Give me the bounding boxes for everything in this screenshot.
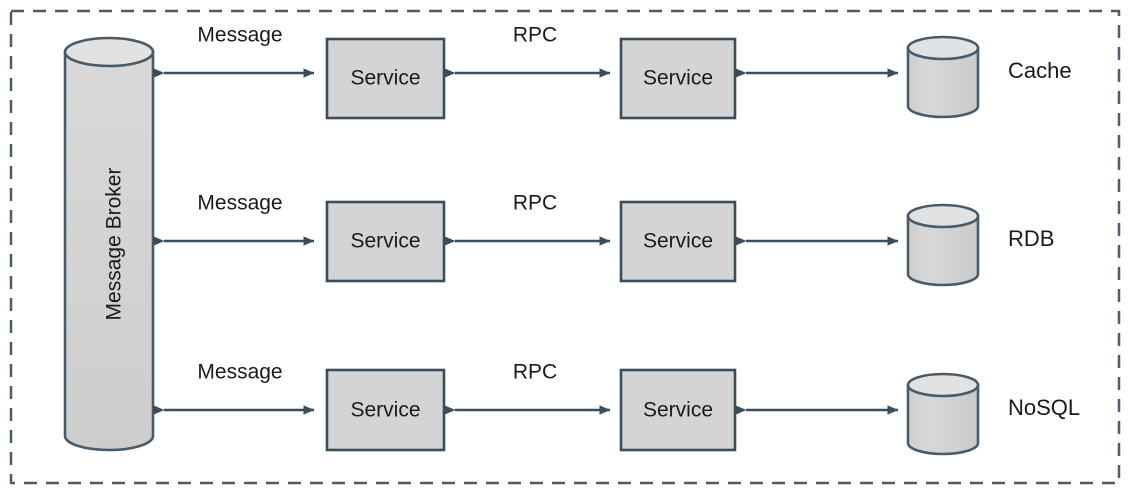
service-left-nosql-box [325, 368, 446, 452]
service-left-rdb[interactable]: Service [325, 200, 446, 283]
message-broker-node[interactable]: Message Broker [63, 36, 155, 452]
datastore-cache[interactable] [906, 35, 980, 119]
service-right-cache-label: Service [643, 67, 713, 90]
service-left-rdb-box [325, 200, 446, 283]
datastore-nosql[interactable] [906, 372, 980, 456]
datastore-rdb-label: RDB [1008, 226, 1054, 251]
datastore-cache-label: Cache [1008, 58, 1072, 83]
datastore-cache-top-ellipse [906, 35, 980, 61]
message-broker-body [63, 50, 155, 452]
row-nosql: Message Service RPC Service NoSQL [153, 361, 1080, 456]
edge-label-rpc-rdb: RPC [513, 192, 557, 215]
service-right-rdb-label: Service [643, 230, 713, 253]
service-left-rdb-label: Service [350, 230, 420, 253]
service-right-rdb-box [619, 200, 737, 283]
service-right-cache[interactable]: Service [619, 37, 737, 120]
service-right-nosql-label: Service [643, 399, 713, 422]
row-rdb: Message Service RPC Service RDB [153, 192, 1054, 287]
service-right-nosql-box [619, 368, 737, 452]
edge-label-message-cache: Message [197, 24, 282, 47]
row-cache: Message Service RPC Service Cache [153, 24, 1072, 120]
edge-label-message-rdb: Message [197, 192, 282, 215]
datastore-nosql-top-ellipse [906, 372, 980, 398]
datastore-rdb-top-ellipse [906, 203, 980, 229]
service-right-cache-box [619, 37, 737, 120]
service-left-cache-label: Service [350, 67, 420, 90]
service-left-cache-box [325, 37, 446, 120]
datastore-nosql-label: NoSQL [1008, 395, 1080, 420]
message-broker-top-ellipse [63, 36, 155, 68]
datastore-rdb[interactable] [906, 203, 980, 287]
datastore-rdb-body [906, 214, 980, 287]
service-right-nosql[interactable]: Service [619, 368, 737, 452]
datastore-cache-body [906, 46, 980, 119]
datastore-nosql-body [906, 383, 980, 456]
system-boundary [9, 9, 1121, 485]
edge-label-rpc-cache: RPC [513, 24, 557, 47]
service-left-nosql[interactable]: Service [325, 368, 446, 452]
service-right-rdb[interactable]: Service [619, 200, 737, 283]
edge-label-rpc-nosql: RPC [513, 361, 557, 384]
service-left-nosql-label: Service [350, 399, 420, 422]
message-broker-label: Message Broker [103, 168, 126, 321]
service-left-cache[interactable]: Service [325, 37, 446, 120]
edge-label-message-nosql: Message [197, 361, 282, 384]
